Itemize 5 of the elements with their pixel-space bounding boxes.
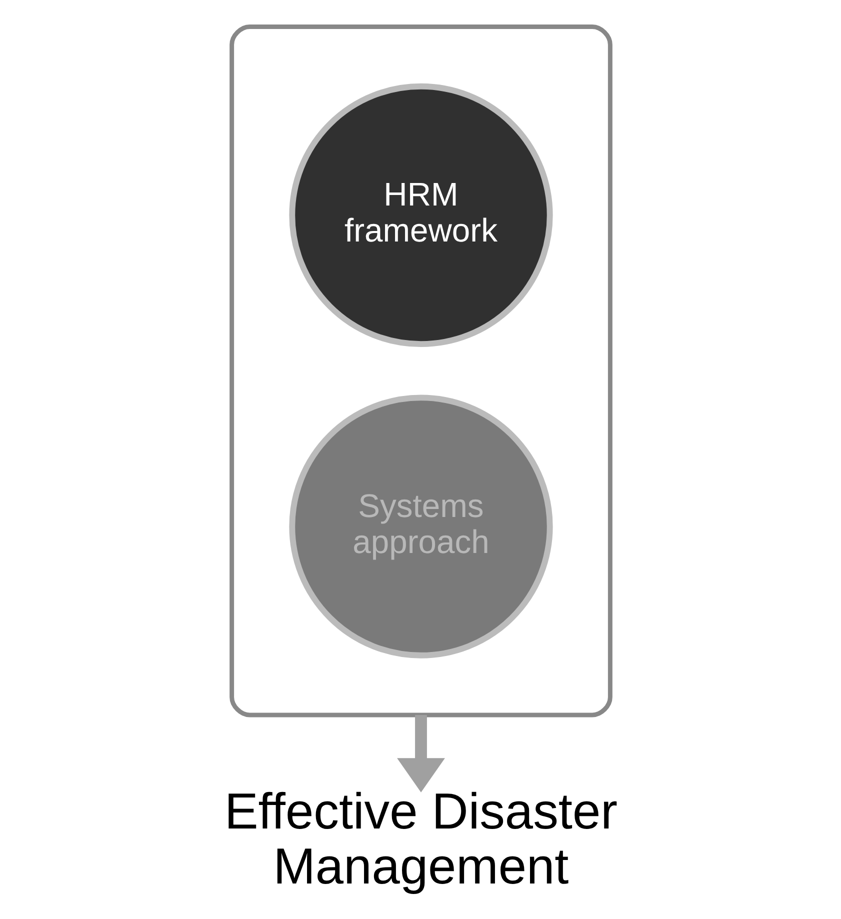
- node-circle: HRM framework: [288, 83, 552, 348]
- arrow: [396, 714, 444, 792]
- node-text: Effective Disaster Management: [224, 782, 617, 895]
- cluster: [229, 24, 612, 718]
- node-circle: Systems approach: [288, 394, 552, 658]
